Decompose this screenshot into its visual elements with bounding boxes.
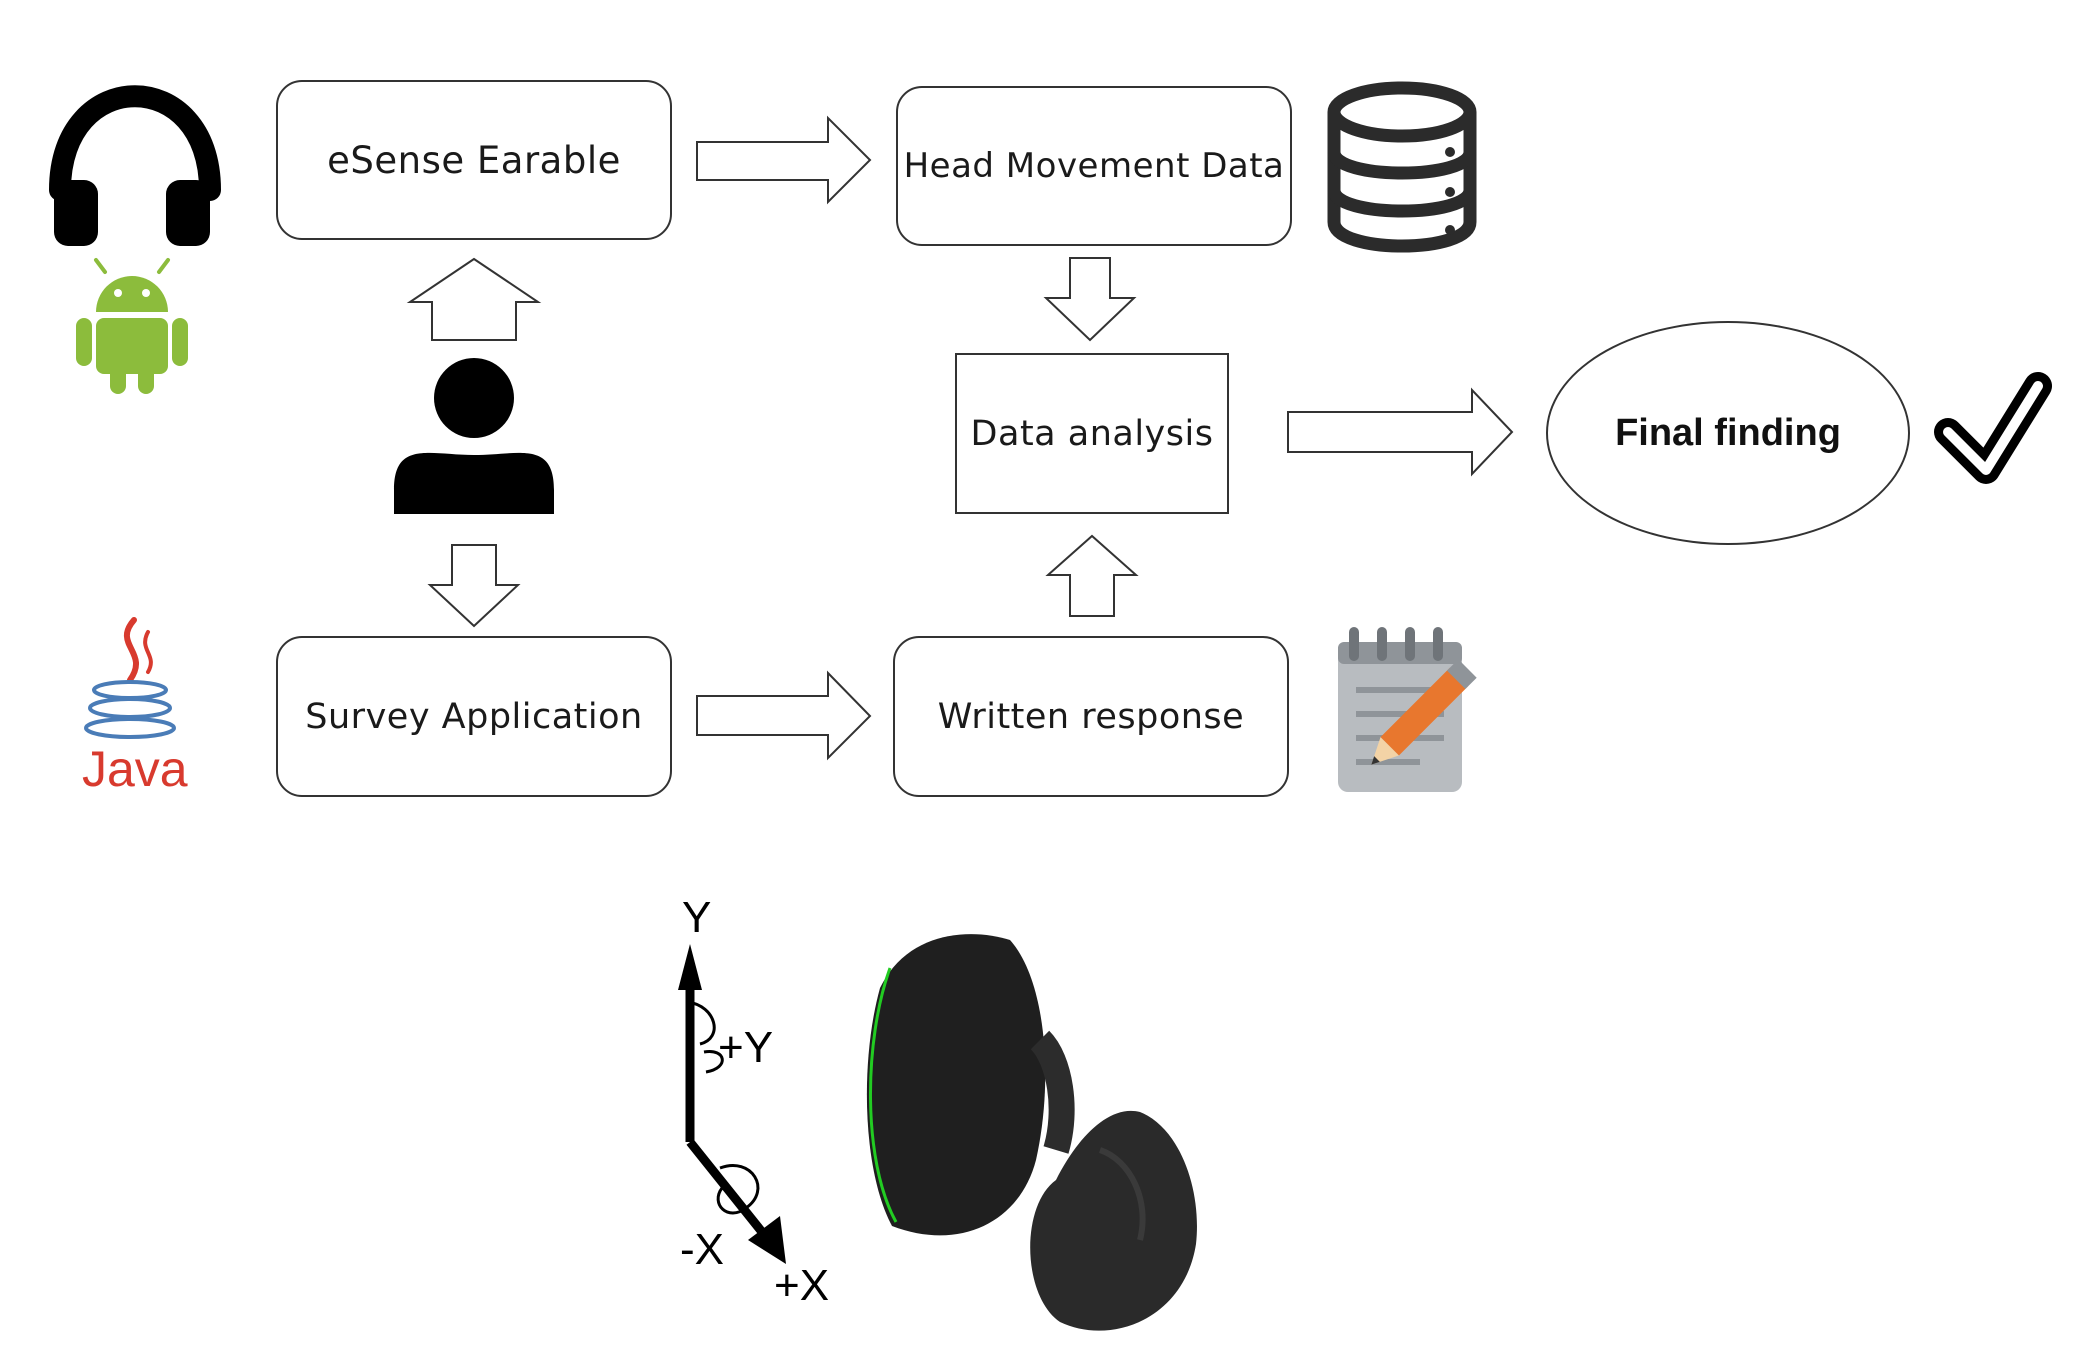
edge-arrow-written-to-analysis xyxy=(1045,534,1139,617)
java-logo: Java xyxy=(82,617,188,797)
edge-arrow-user-to-esense xyxy=(406,257,542,341)
edge-arrow-analysis-to-finding xyxy=(1287,387,1514,477)
node-label: Written response xyxy=(937,696,1245,737)
node-esense-earable: eSense Earable xyxy=(276,80,672,240)
node-head-movement-data: Head Movement Data xyxy=(896,86,1292,246)
node-survey-application: Survey Application xyxy=(276,636,672,797)
edge-arrow-user-to-survey xyxy=(427,544,521,628)
axis-label-plus-y: +Y xyxy=(718,1023,773,1072)
node-label: Data analysis xyxy=(970,413,1214,454)
node-final-finding: Final finding xyxy=(1546,321,1910,545)
node-label: Survey Application xyxy=(305,696,643,737)
node-label: Final finding xyxy=(1615,411,1841,454)
node-written-response: Written response xyxy=(893,636,1289,797)
edge-arrow-headdata-to-analysis xyxy=(1043,257,1137,342)
database-icon xyxy=(1327,81,1477,253)
headphones-icon xyxy=(49,85,221,246)
node-data-analysis: Data analysis xyxy=(955,353,1229,514)
user-icon xyxy=(394,358,554,514)
axis-label-y: Y xyxy=(682,893,711,942)
node-label: eSense Earable xyxy=(327,138,621,182)
coordinate-axes: Y +Y -X +X xyxy=(678,893,829,1310)
earbud-image xyxy=(866,934,1197,1331)
notepad-pencil-icon xyxy=(1338,627,1477,792)
edge-arrow-esense-to-headdata xyxy=(696,115,872,205)
java-logo-text: Java xyxy=(82,741,188,797)
axis-label-minus-x: -X xyxy=(680,1225,724,1274)
axis-label-plus-x: +X xyxy=(774,1261,829,1310)
edge-arrow-survey-to-written xyxy=(696,670,872,761)
node-label: Head Movement Data xyxy=(903,146,1285,186)
android-icon xyxy=(76,258,188,394)
